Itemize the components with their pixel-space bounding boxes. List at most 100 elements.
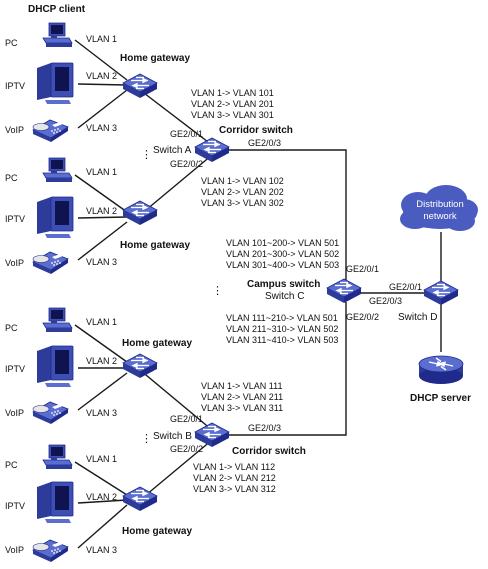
vlan-map-line: VLAN 101~200-> VLAN 501	[226, 238, 339, 248]
distribution-label-line2: network	[423, 211, 457, 222]
vlan-map-line: VLAN 2-> VLAN 202	[201, 187, 284, 197]
voip-phone-icon	[32, 251, 69, 275]
home-gateway-label: Home gateway	[120, 240, 190, 251]
voip-label: VoIP	[5, 125, 24, 135]
vlan1-label: VLAN 1	[86, 454, 117, 464]
link-ph4-gw4	[77, 504, 128, 549]
iptv-icon	[36, 196, 74, 239]
vlan-map-line: VLAN 1-> VLAN 101	[191, 88, 274, 98]
link-ph3-gw3	[77, 372, 128, 411]
vlan-map-line: VLAN 3-> VLAN 302	[201, 198, 284, 208]
vlan-map-line: VLAN 311~410-> VLAN 503	[226, 335, 338, 345]
campus-switch-title: Campus switch	[247, 279, 320, 290]
vlan1-label: VLAN 1	[86, 34, 117, 44]
corridor-switch-b-title: Corridor switch	[232, 446, 306, 457]
voip-label: VoIP	[5, 408, 24, 418]
link-tv2-gw2	[77, 216, 128, 219]
vlan2-label: VLAN 2	[86, 356, 117, 366]
vlan-map-a-bottom: VLAN 1-> VLAN 102 VLAN 2-> VLAN 202 VLAN…	[201, 176, 284, 208]
pc-label: PC	[5, 460, 18, 470]
vlan3-label: VLAN 3	[86, 545, 117, 555]
link-pc1-gw1	[74, 39, 128, 81]
vlan-map-line: VLAN 111~210-> VLAN 501	[226, 313, 338, 323]
vlan-map-line: VLAN 2-> VLAN 211	[201, 392, 283, 402]
vlan-map-line: VLAN 3-> VLAN 311	[201, 403, 283, 413]
vlan-map-a-top: VLAN 1-> VLAN 101 VLAN 2-> VLAN 201 VLAN…	[191, 88, 274, 120]
pc-icon	[42, 307, 73, 333]
switch-d-port-ge201: GE2/0/1	[389, 282, 422, 292]
vlan-map-b-bottom: VLAN 1-> VLAN 112 VLAN 2-> VLAN 212 VLAN…	[193, 462, 276, 494]
pc-label: PC	[5, 323, 18, 333]
ellipsis-c: ⋮	[212, 285, 223, 297]
dhcp-client-label: DHCP client	[28, 4, 86, 15]
vlan-map-line: VLAN 1-> VLAN 112	[193, 462, 275, 472]
vlan-map-c-top: VLAN 101~200-> VLAN 501 VLAN 201~300-> V…	[226, 238, 339, 270]
vlan3-label: VLAN 3	[86, 408, 117, 418]
voip-label: VoIP	[5, 545, 24, 555]
home-gateway-switch-icon	[122, 73, 158, 99]
vlan-map-line: VLAN 3-> VLAN 301	[191, 110, 274, 120]
link-pc3-gw3	[74, 324, 128, 363]
vlan1-label: VLAN 1	[86, 317, 117, 327]
vlan2-label: VLAN 2	[86, 206, 117, 216]
corridor-switch-a-title: Corridor switch	[219, 125, 293, 136]
home-gateway-label: Home gateway	[122, 526, 192, 537]
link-gw1-swa	[139, 89, 213, 146]
pc-icon	[42, 444, 73, 470]
link-swa-swc	[228, 149, 347, 285]
home-gateway-label: Home gateway	[120, 53, 190, 64]
voip-phone-icon	[32, 401, 69, 425]
switch-d-icon	[423, 280, 459, 306]
vlan3-label: VLAN 3	[86, 123, 117, 133]
link-ph1-gw1	[77, 89, 128, 129]
link-pc4-gw4	[74, 461, 128, 496]
home-gateway-label: Home gateway	[122, 338, 192, 349]
switch-b-port-ge202: GE2/0/2	[170, 444, 203, 454]
switch-c-icon	[326, 278, 362, 304]
vlan2-label: VLAN 2	[86, 71, 117, 81]
iptv-label: IPTV	[5, 501, 25, 511]
link-tv4-gw4	[77, 499, 128, 504]
link-swb-swc	[228, 302, 347, 436]
link-gw2-swa	[139, 154, 213, 216]
ellipsis-a: ⋮	[141, 149, 152, 161]
switch-b-port-ge203: GE2/0/3	[248, 423, 281, 433]
switch-c-port-ge203: GE2/0/3	[369, 296, 402, 306]
link-tv1-gw1	[77, 83, 128, 86]
link-gw3-swb	[139, 369, 213, 431]
iptv-icon	[36, 345, 74, 388]
pc-label: PC	[5, 173, 18, 183]
switch-d-name: Switch D	[398, 312, 437, 323]
vlan-map-line: VLAN 201~300-> VLAN 502	[226, 249, 339, 259]
switch-c-name: Switch C	[265, 291, 304, 302]
iptv-label: IPTV	[5, 214, 25, 224]
cloud-icon	[400, 185, 478, 231]
switch-b-port-ge201: GE2/0/1	[170, 414, 203, 424]
voip-phone-icon	[32, 119, 69, 143]
switch-a-port-ge201: GE2/0/1	[170, 129, 203, 139]
vlan2-label: VLAN 2	[86, 492, 117, 502]
vlan-map-line: VLAN 1-> VLAN 102	[201, 176, 284, 186]
vlan-map-line: VLAN 2-> VLAN 212	[193, 473, 276, 483]
vlan-map-c-bottom: VLAN 111~210-> VLAN 501 VLAN 211~310-> V…	[226, 313, 338, 345]
switch-a-name: Switch A	[153, 145, 192, 156]
distribution-label-line1: Distribution	[416, 199, 464, 210]
switch-a-port-ge203: GE2/0/3	[248, 138, 281, 148]
voip-phone-icon	[32, 539, 69, 563]
vlan-map-line: VLAN 2-> VLAN 201	[191, 99, 274, 109]
iptv-label: IPTV	[5, 81, 25, 91]
home-gateway-switch-icon	[122, 353, 158, 379]
link-pc2-gw2	[74, 174, 128, 213]
voip-label: VoIP	[5, 258, 24, 268]
ellipsis-b: ⋮	[141, 433, 152, 445]
iptv-label: IPTV	[5, 364, 25, 374]
link-gw4-swb	[139, 439, 213, 501]
vlan3-label: VLAN 3	[86, 257, 117, 267]
iptv-icon	[36, 62, 74, 105]
link-ph2-gw2	[77, 221, 128, 261]
vlan1-label: VLAN 1	[86, 167, 117, 177]
switch-c-port-ge202: GE2/0/2	[346, 312, 379, 322]
vlan-map-line: VLAN 3-> VLAN 312	[193, 484, 276, 494]
switch-b-name: Switch B	[153, 431, 192, 442]
